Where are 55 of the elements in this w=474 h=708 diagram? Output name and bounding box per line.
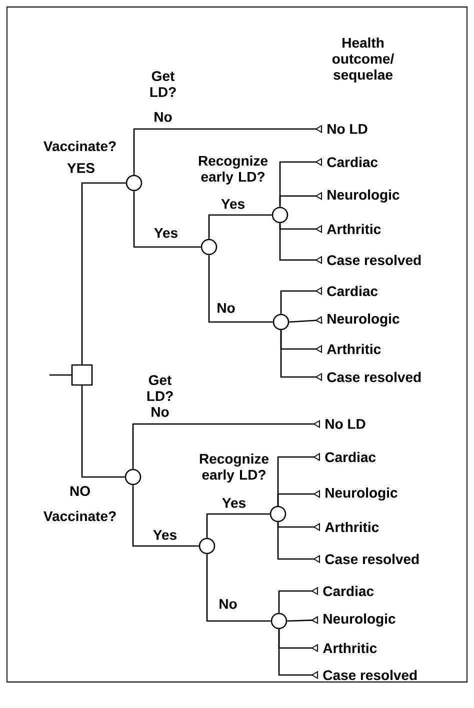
outcome-label: Arthritic [327,344,381,354]
outcome-label: Neurologic [324,613,396,627]
question-label: Get LD? [150,71,176,97]
chance-circle [200,238,218,256]
outcome-label: No LD [328,124,368,134]
branch-line [278,586,318,613]
branch-line [280,286,322,314]
outcome-label: Arthritic [323,642,377,654]
branch-label: Yes [221,199,244,209]
chance-circle [270,506,286,522]
chance-circle [126,174,142,192]
branch-line [206,513,270,538]
outcome-label: Case resolved [327,254,421,266]
chance-circle [124,468,142,486]
branch-line [132,485,199,547]
branch-label: No [152,407,169,417]
branch-label: YES [67,163,94,173]
branch-line [206,554,271,622]
outcome-label: Arthritic [325,522,379,532]
chance-circle [272,206,288,224]
branch-label: No [220,599,237,609]
outcome-label: Case resolved [323,670,417,680]
outcome-label: Neurologic [328,313,400,327]
question-label: Get LD? [147,375,173,401]
chance-circle [198,538,216,554]
outcome-label: Cardiac [327,286,378,296]
branch-line [81,386,125,478]
branch-line [132,420,320,469]
outcome-label: Neurologic [328,189,400,203]
outcome-label: Case resolved [327,372,421,382]
branch-line [277,490,320,506]
question-label: Health outcome/ sequelae [332,37,394,83]
branch-line [81,182,126,364]
branch-label: Yes [222,498,246,508]
outcome-label: Neurologic [326,487,398,501]
branch-label: No [154,112,172,122]
chance-circle [272,314,290,330]
outcome-label: Arthritic [327,224,381,234]
branch-line [279,192,322,207]
branch-label: Yes [154,228,178,238]
branch-label: Yes [153,530,176,540]
branch-line [49,374,72,376]
outcome-label: Cardiac [323,586,374,596]
outcome-label: No LD [326,419,366,429]
branch-label: No [218,303,235,313]
decision-square [71,364,93,386]
outcome-label: Cardiac [325,452,376,462]
outcome-label: Case resolved [325,554,419,564]
outcome-label: Cardiac [327,156,378,168]
branch-line [133,191,201,248]
branch-line [208,214,272,239]
branch-line [208,255,273,323]
branch-label: NO [70,486,90,496]
branch-line [133,124,322,175]
chance-circle [270,612,288,630]
